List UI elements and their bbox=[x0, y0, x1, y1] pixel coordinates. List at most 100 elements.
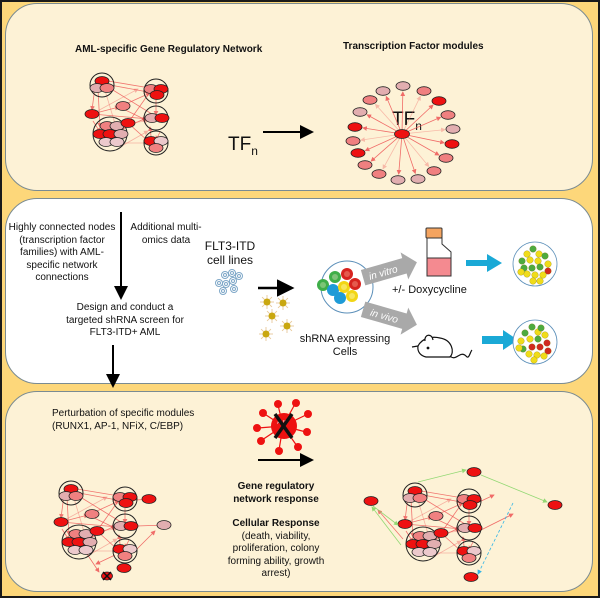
network-node bbox=[445, 124, 461, 134]
network-node bbox=[117, 551, 133, 561]
cell-colony bbox=[534, 257, 542, 265]
tf-module-network bbox=[345, 81, 461, 185]
highly-connected-text: Highly connected nodes (transcription fa… bbox=[6, 222, 118, 285]
module-circle bbox=[143, 78, 169, 104]
cyan-arrow-invivo bbox=[482, 330, 518, 350]
network-edge bbox=[422, 494, 462, 504]
network-node bbox=[345, 136, 361, 146]
text-line: Highly connected nodes bbox=[8, 222, 116, 233]
text-line: (transcription factor bbox=[19, 234, 105, 246]
network-node bbox=[78, 545, 94, 555]
cell-colony bbox=[539, 271, 547, 279]
text-line: FLT3-ITD bbox=[204, 239, 256, 253]
knockout-mark bbox=[102, 571, 112, 581]
cell-colony bbox=[526, 256, 534, 264]
cell-colony bbox=[523, 250, 531, 258]
mouse-icon bbox=[411, 334, 473, 359]
network-node bbox=[53, 517, 69, 527]
network-edge bbox=[404, 523, 463, 532]
network-node bbox=[438, 153, 454, 163]
network-edge bbox=[440, 498, 466, 534]
network-edge bbox=[96, 496, 122, 532]
text-line: Gene regulatory bbox=[237, 481, 315, 492]
network-edge bbox=[72, 494, 87, 536]
shrna-virus-particles bbox=[259, 295, 294, 341]
network-edge bbox=[401, 104, 434, 135]
network-node bbox=[363, 496, 379, 506]
cell-colony bbox=[535, 250, 543, 258]
module-circle bbox=[456, 488, 482, 514]
network-edge bbox=[60, 521, 119, 530]
network-node bbox=[347, 122, 363, 132]
cell-colony bbox=[531, 271, 539, 279]
network-edge bbox=[371, 506, 402, 546]
grn-network-left bbox=[84, 72, 170, 156]
cell-colony bbox=[534, 335, 542, 343]
cell-colony bbox=[537, 324, 545, 332]
network-edge bbox=[91, 88, 139, 115]
network-edge bbox=[109, 84, 149, 94]
network-edge bbox=[103, 86, 118, 128]
cell-colony bbox=[528, 264, 536, 272]
virus-particle bbox=[268, 312, 276, 320]
network-node bbox=[352, 107, 368, 117]
result-dish-invivo bbox=[512, 319, 558, 365]
network-edge bbox=[432, 540, 462, 558]
network-edge bbox=[401, 133, 440, 156]
network-node bbox=[362, 95, 378, 105]
cell-colony bbox=[528, 323, 536, 331]
text-line: FLT3-ITD+ AML bbox=[89, 327, 161, 338]
text-line: specific network bbox=[26, 259, 98, 271]
text-line: cell lines bbox=[206, 253, 254, 267]
cell-colony bbox=[529, 245, 537, 253]
network-node bbox=[371, 169, 387, 179]
network-node bbox=[463, 572, 479, 582]
network-edge bbox=[91, 113, 150, 122]
network-node bbox=[154, 113, 170, 123]
network-node bbox=[422, 547, 438, 557]
shrna-cells-label: shRNA expressing Cells bbox=[290, 333, 400, 359]
multiomics-text: Additional multi- omics data bbox=[126, 222, 206, 247]
network-edge bbox=[401, 133, 430, 168]
panel-perturbation bbox=[5, 391, 593, 592]
text-line: (RUNX1, AP-1, NFiX, C/EBP) bbox=[52, 420, 184, 432]
network-node bbox=[68, 491, 84, 501]
network-edge bbox=[377, 509, 404, 540]
network-node bbox=[109, 137, 125, 147]
network-node bbox=[444, 139, 460, 149]
network-node bbox=[141, 494, 157, 504]
cell-colony bbox=[529, 277, 537, 285]
cell-colony bbox=[541, 252, 549, 260]
cell-colony bbox=[517, 337, 525, 345]
network-node bbox=[357, 160, 373, 170]
network-node bbox=[412, 493, 428, 503]
cell-colony bbox=[544, 267, 552, 275]
module-circle bbox=[89, 72, 115, 98]
text-line: families) with AML- bbox=[20, 247, 104, 258]
network-edge bbox=[88, 538, 118, 556]
network-node bbox=[120, 118, 136, 128]
network-edge bbox=[416, 496, 431, 538]
network-node bbox=[440, 110, 456, 120]
network-node bbox=[84, 109, 100, 119]
network-edge bbox=[95, 554, 116, 565]
cell-colony bbox=[543, 339, 551, 347]
cell-colony bbox=[536, 263, 544, 271]
module-circle bbox=[112, 486, 138, 512]
tf-label-main: TF bbox=[228, 134, 252, 155]
network-edge bbox=[478, 494, 495, 503]
network-node bbox=[416, 86, 432, 96]
cyan-arrow-invitro bbox=[466, 254, 502, 272]
network-node bbox=[426, 166, 442, 176]
cell-colony bbox=[515, 344, 523, 352]
tf-label-sub: n bbox=[415, 118, 422, 133]
cell-colony bbox=[526, 335, 534, 343]
network-node bbox=[462, 500, 478, 510]
text-line: forming ability, growth bbox=[227, 555, 325, 567]
network-node bbox=[466, 467, 482, 477]
network-edge bbox=[60, 496, 108, 523]
virus-particle bbox=[262, 330, 270, 338]
network-edge bbox=[78, 492, 118, 502]
network-edge bbox=[382, 133, 403, 170]
doxycycline-label: +/- Doxycycline bbox=[392, 284, 467, 296]
